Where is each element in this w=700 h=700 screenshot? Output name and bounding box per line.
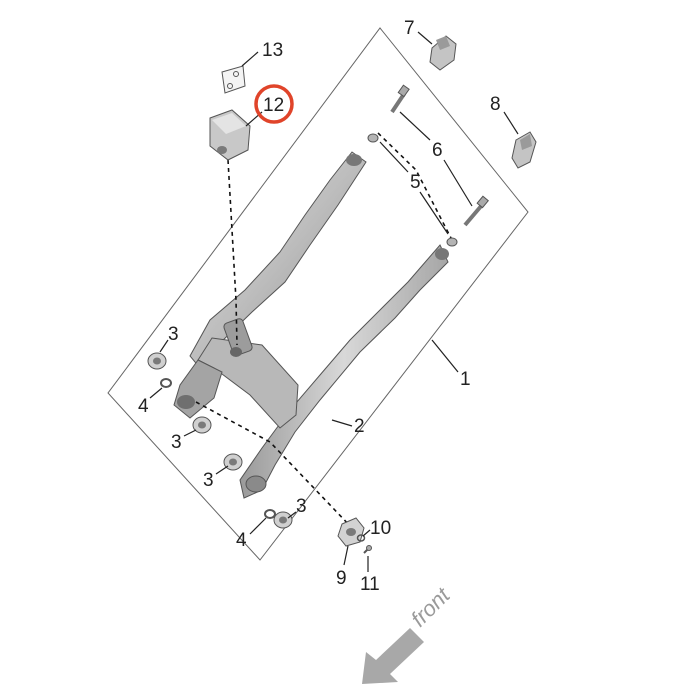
leader-9 xyxy=(343,545,349,566)
part-6-bolt-lower xyxy=(463,195,489,227)
leader-6-upper xyxy=(399,111,431,141)
leader-10 xyxy=(362,529,371,537)
leader-3b xyxy=(183,429,197,437)
callout-8: 8 xyxy=(490,94,501,115)
leader-7 xyxy=(417,31,433,45)
leader-8 xyxy=(503,111,519,135)
part-10-washer xyxy=(356,534,366,542)
callout-5: 5 xyxy=(410,172,421,193)
part-5-nut-lower xyxy=(446,237,458,247)
part-9-pivot-nut xyxy=(337,517,365,547)
callout-4a: 4 xyxy=(138,396,149,417)
leader-2 xyxy=(331,419,353,427)
swingarm-right-arm xyxy=(239,244,449,499)
part-8-chain-adjuster xyxy=(511,131,537,169)
part-3-bearing-c xyxy=(223,453,243,471)
callout-3c: 3 xyxy=(203,470,214,491)
callout-10: 10 xyxy=(370,518,391,539)
part-3-bearing-a xyxy=(147,352,167,370)
callout-9: 9 xyxy=(336,568,347,589)
shock-mount xyxy=(223,318,253,356)
leader-3d xyxy=(287,511,297,519)
part-6-bolt-upper xyxy=(390,84,410,114)
part-7-chain-adjuster xyxy=(429,35,457,71)
swingarm-left-arm xyxy=(189,151,367,369)
callout-6: 6 xyxy=(432,140,443,161)
assembly-line-shock-mount xyxy=(227,159,238,346)
assembly-boundary xyxy=(107,27,529,561)
part-12-bracket xyxy=(209,109,251,161)
leader-6-lower xyxy=(443,159,473,207)
axle-slot-right xyxy=(435,248,449,260)
leader-3a xyxy=(159,339,169,353)
shock-mount-hole xyxy=(230,347,242,357)
leader-5-lower xyxy=(419,191,449,235)
callout-7: 7 xyxy=(404,18,415,39)
swingarm-pivot-lug xyxy=(173,359,223,419)
part-4-washer-a xyxy=(160,378,172,388)
callout-13: 13 xyxy=(262,40,283,61)
leader-4a xyxy=(149,387,163,399)
leader-13 xyxy=(241,51,259,67)
axle-slot-left xyxy=(346,154,362,166)
highlight-circle xyxy=(254,84,294,124)
part-3-bearing-b xyxy=(192,416,212,434)
leader-5-upper xyxy=(379,141,409,173)
front-direction-indicator: front xyxy=(362,582,455,684)
front-arrow-icon xyxy=(362,628,424,684)
leader-1 xyxy=(431,339,459,373)
callout-3a: 3 xyxy=(168,324,179,345)
callout-4b: 4 xyxy=(236,530,247,551)
part-3-bearing-d xyxy=(273,511,293,529)
swingarm-pivot-hole xyxy=(177,395,195,409)
front-label: front xyxy=(406,582,455,631)
swingarm xyxy=(173,151,449,499)
callout-1: 1 xyxy=(460,369,471,390)
callout-3d: 3 xyxy=(296,496,307,517)
callout-11: 11 xyxy=(360,574,380,595)
callout-3b: 3 xyxy=(171,432,182,453)
part-13-plate xyxy=(221,65,246,94)
part-11-screw xyxy=(363,545,372,554)
assembly-line-axle-bolt xyxy=(377,132,453,241)
callout-2: 2 xyxy=(354,416,365,437)
part-5-nut-upper xyxy=(367,133,379,143)
swingarm-lower-pivot-hole xyxy=(245,475,267,493)
assembly-line-pivot-axle xyxy=(195,401,353,529)
leader-4b xyxy=(249,517,267,535)
leader-3c xyxy=(215,465,229,475)
part-4-washer-b xyxy=(264,509,276,519)
callout-12: 12 xyxy=(263,95,284,116)
